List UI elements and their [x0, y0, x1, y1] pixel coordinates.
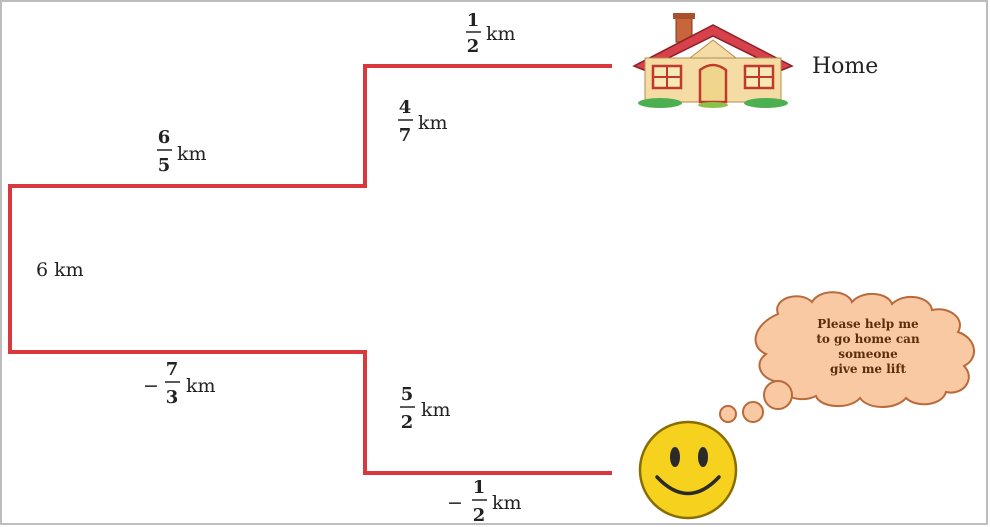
svg-text:7: 7 [166, 359, 179, 380]
svg-text:2: 2 [473, 505, 486, 526]
svg-text:−: − [447, 492, 463, 514]
svg-text:−: − [143, 375, 159, 397]
smiley-face-icon [638, 420, 738, 520]
svg-text:km: km [177, 143, 207, 165]
svg-text:7: 7 [399, 125, 412, 146]
label-top-half: 1 2 km [466, 10, 516, 57]
label-lower-horiz: − 7 3 km [143, 359, 216, 408]
thought-cloud-icon [690, 291, 975, 437]
svg-text:to go home can: to go home can [816, 332, 920, 346]
label-down-right: 5 2 km [400, 384, 451, 433]
svg-text:km: km [186, 375, 216, 397]
svg-text:Please help me: Please help me [817, 317, 919, 331]
svg-text:1: 1 [473, 477, 486, 498]
svg-text:4: 4 [399, 97, 412, 118]
svg-text:5: 5 [158, 155, 171, 176]
svg-text:2: 2 [401, 412, 414, 433]
label-vertical: 6 km [36, 259, 84, 281]
label-bottom-half: − 1 2 km [447, 477, 522, 526]
svg-text:give me lift: give me lift [830, 362, 907, 376]
house-icon [632, 13, 794, 108]
svg-text:km: km [421, 399, 451, 421]
svg-text:6: 6 [158, 127, 171, 148]
home-label: Home [812, 54, 878, 79]
svg-text:km: km [418, 112, 448, 134]
svg-text:km: km [492, 492, 522, 514]
svg-text:someone: someone [838, 347, 898, 361]
svg-text:5: 5 [401, 384, 414, 405]
svg-text:2: 2 [467, 36, 480, 57]
thought-text: Please help me to go home can someone gi… [816, 317, 920, 376]
svg-text:1: 1 [467, 10, 480, 31]
svg-text:km: km [486, 23, 516, 45]
svg-text:3: 3 [166, 387, 179, 408]
label-up-right: 4 7 km [398, 97, 448, 146]
label-upper-horiz: 6 5 km [157, 127, 207, 176]
route-path [8, 64, 612, 475]
